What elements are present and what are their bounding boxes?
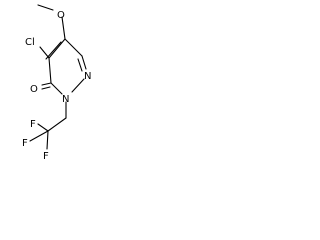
bond-n1-c6-double [77, 58, 83, 72]
bond-n2-n1 [71, 78, 85, 93]
bond-c5-c4 [48, 38, 66, 59]
fluorine-3-label: F [43, 151, 49, 162]
ring-nitrogen-1-label: N [84, 71, 91, 82]
bond-c6-c5 [64, 38, 83, 57]
bond-c3-n2 [50, 82, 63, 95]
bond-c4-c3 [48, 57, 52, 84]
molecule-diagram: O Cl O N N F F F [0, 0, 118, 180]
bond-methyl-oxygen [37, 4, 54, 11]
bond-c5-c4-double [45, 41, 62, 60]
bond-c-fluorine-1 [37, 123, 49, 132]
bond-c3-oxygen-double [41, 86, 51, 90]
bond-c-fluorine-2 [29, 130, 49, 142]
methoxy-oxygen-label: O [57, 10, 65, 21]
bond-layer [29, 4, 87, 150]
bond-n1-c6 [81, 55, 87, 70]
structure-svg: O Cl O N N F F F [22, 4, 91, 162]
bond-c-fluorine-3 [46, 130, 49, 150]
ring-nitrogen-2-label: N [62, 94, 69, 105]
bond-c3-oxygen [41, 82, 52, 86]
bond-oxygen-c5 [61, 16, 66, 40]
fluorine-2-label: F [22, 138, 28, 149]
fluorine-1-label: F [30, 119, 36, 130]
bond-c4-chlorine [39, 46, 50, 59]
bond-ch2-cf3 [47, 117, 67, 132]
chlorine-label: Cl [25, 37, 35, 48]
carbonyl-oxygen-label: O [30, 84, 38, 95]
atom-label-layer: O Cl O N N F F F [22, 10, 91, 162]
